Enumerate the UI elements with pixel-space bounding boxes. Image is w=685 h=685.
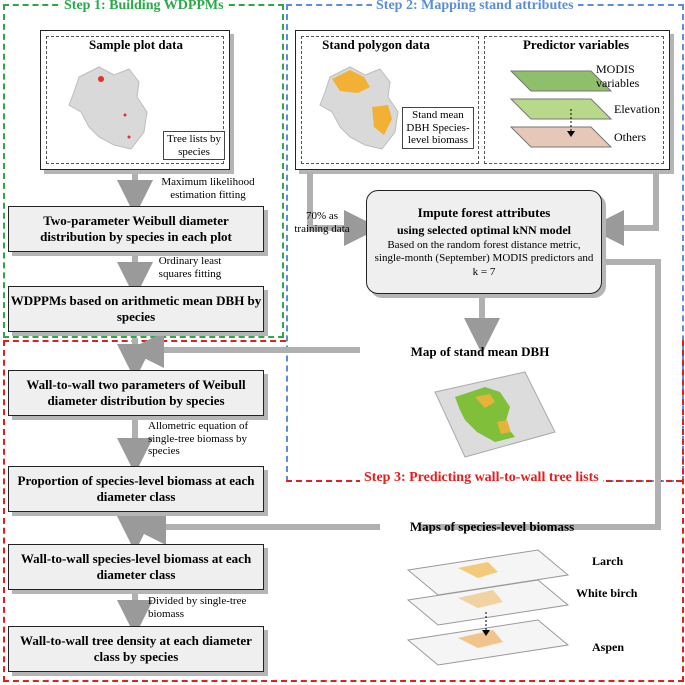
sample-plot-panel: Sample plot data Tree lists by species <box>40 30 230 170</box>
step1-title: Step 1: Building WDPPMs <box>60 0 228 14</box>
impute-box: Impute forest attributes using selected … <box>366 190 602 294</box>
sample-plot-map <box>68 66 148 150</box>
edge-mle-label: Maximum likelihood estimation fitting <box>161 176 255 201</box>
predictor-layers <box>509 70 613 148</box>
stand-polygon-map <box>319 66 399 150</box>
edge-allometric-label: Allometric equation of single-tree bioma… <box>148 420 249 458</box>
predictor-layer-elevation: Elevation <box>614 102 660 116</box>
impute-line3: Based on the random forest distance metr… <box>374 239 594 278</box>
map-dbh-image <box>434 371 556 458</box>
stand-polygon-title: Stand polygon data <box>322 37 430 52</box>
edge-divided-label: Divided by single-tree biomass <box>148 595 247 620</box>
proportion-biomass-box: Proportion of species-level biomass at e… <box>8 466 264 512</box>
sample-plot-title: Sample plot data <box>89 37 183 52</box>
stand-polygon-tag: Stand mean DBH Species-level biomass <box>402 107 474 149</box>
species-biomass-box: Wall-to-wall species-level biomass at ea… <box>8 544 264 590</box>
species-maps-title: Maps of species-level biomass <box>409 519 575 534</box>
tree-density-box: Wall-to-wall tree density at each diamet… <box>8 626 264 672</box>
wall-weibull-box: Wall-to-wall two parameters of Weibull d… <box>8 370 264 416</box>
species-maps-stack <box>406 549 570 666</box>
edge-ols-label: Ordinary least squares fitting <box>158 255 222 280</box>
stand-predictor-panel: Stand polygon data Stand mean DBH Specie… <box>295 30 670 170</box>
step2-title: Step 2: Mapping stand attributes <box>372 0 578 14</box>
predictor-title: Predictor variables <box>522 37 630 52</box>
step3-region <box>3 340 684 682</box>
predictor-layer-modis: MODIS variables <box>596 62 640 90</box>
training-label: 70% as training data <box>294 210 350 235</box>
step3-title: Step 3: Predicting wall-to-wall tree lis… <box>360 470 603 486</box>
wdppm-box: WDPPMs based on arithmetic mean DBH by s… <box>8 286 264 332</box>
map-dbh-title: Map of stand mean DBH <box>410 344 550 359</box>
sample-plot-tag: Tree lists by species <box>163 131 225 161</box>
weibull-plot-box: Two-parameter Weibull diameter distribut… <box>8 206 264 252</box>
impute-line2: using selected optimal kNN model <box>397 222 571 237</box>
species-label-white-birch: White birch <box>576 586 638 600</box>
species-label-larch: Larch <box>592 554 624 568</box>
species-label-aspen: Aspen <box>592 640 625 654</box>
impute-line1: Impute forest attributes <box>417 205 551 221</box>
predictor-layer-others: Others <box>614 130 646 144</box>
